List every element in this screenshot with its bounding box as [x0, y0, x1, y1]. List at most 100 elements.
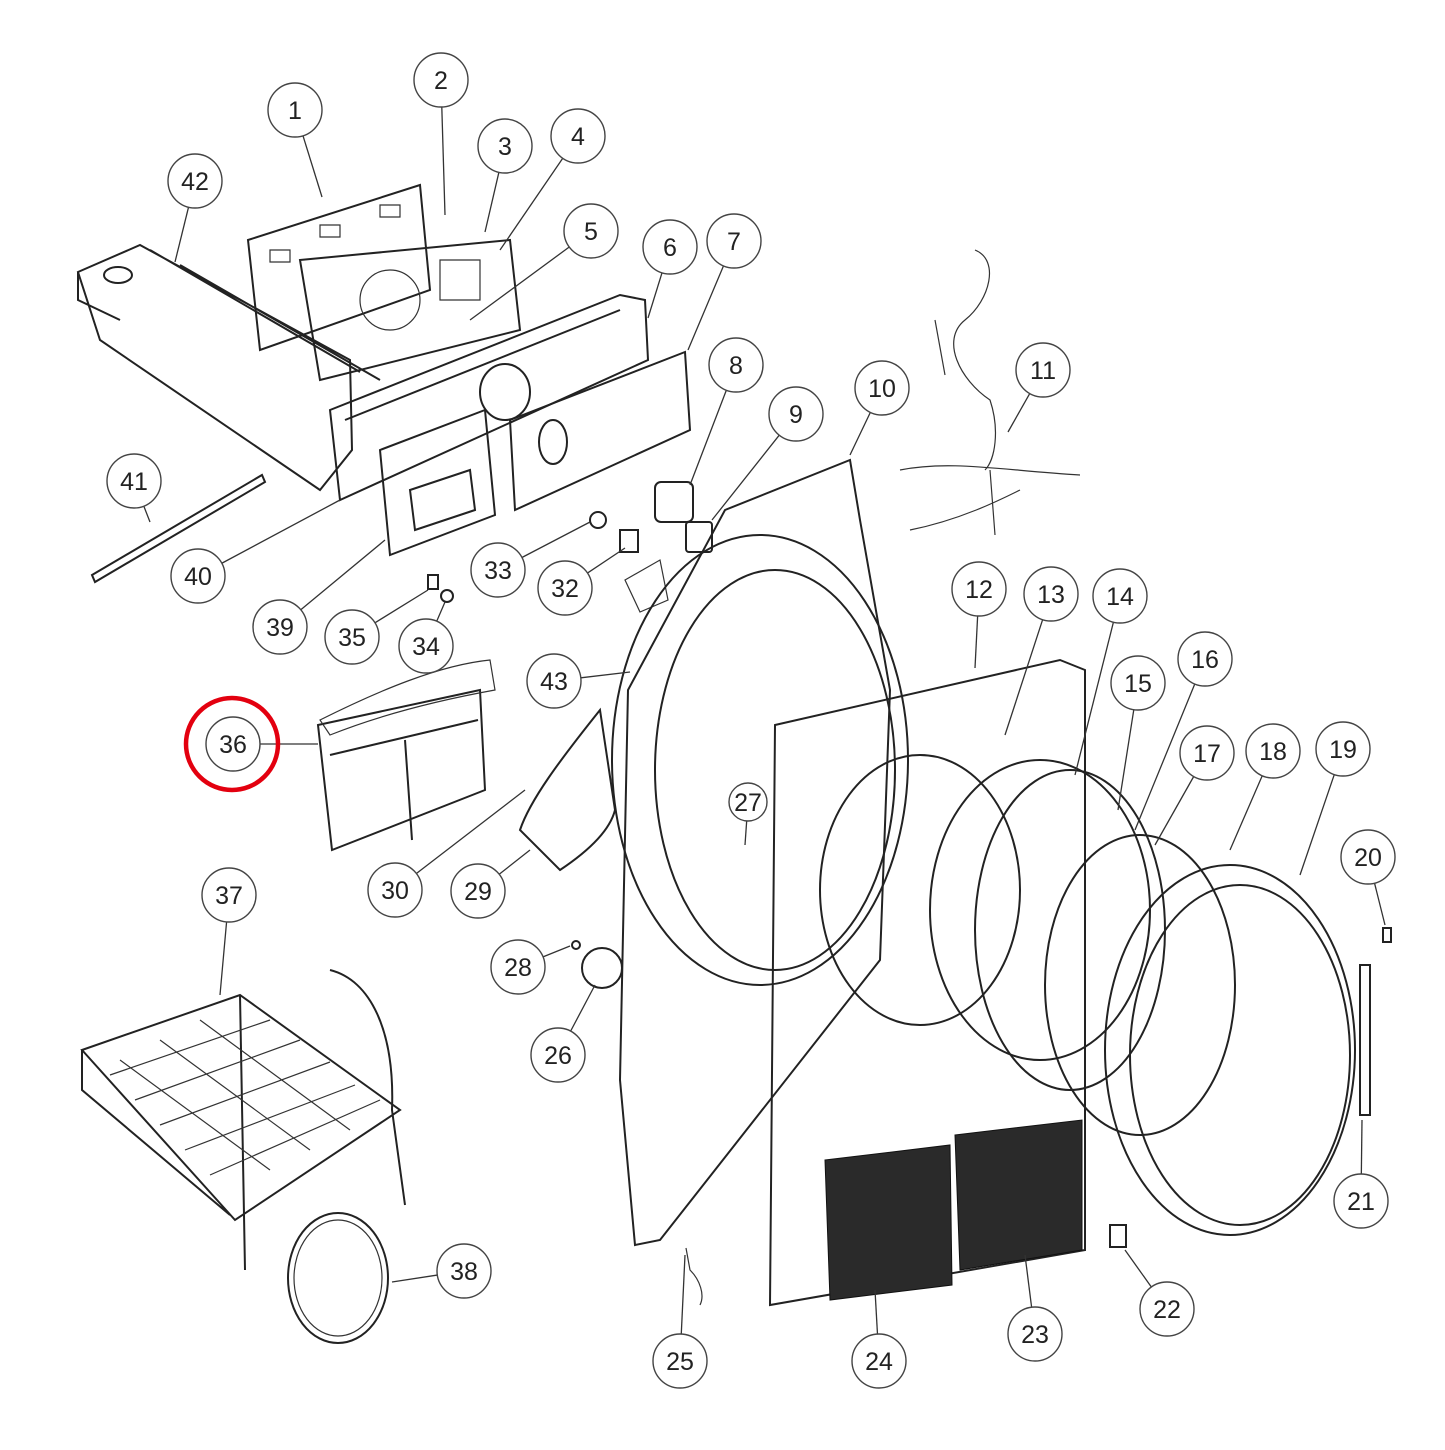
front-panel-opening [819, 754, 1021, 1026]
bulkhead-inner-ring [654, 569, 896, 971]
callout-14[interactable]: 14 [1092, 568, 1148, 624]
callout-18[interactable]: 18 [1245, 723, 1301, 779]
callout-circle [550, 108, 606, 164]
callout-number: 40 [184, 563, 212, 591]
leader-line-26 [570, 984, 596, 1032]
callout-6[interactable]: 6 [642, 219, 698, 275]
filter-handle [319, 659, 496, 736]
callout-7[interactable]: 7 [706, 213, 762, 269]
callout-circle [652, 1333, 708, 1389]
callout-number: 23 [1021, 1321, 1049, 1349]
leader-line-3 [484, 172, 500, 233]
callout-32[interactable]: 32 [537, 560, 593, 616]
callout-28[interactable]: 28 [490, 939, 546, 995]
callout-number: 29 [464, 878, 492, 906]
callout-circle [470, 542, 526, 598]
callout-11[interactable]: 11 [1015, 342, 1071, 398]
callout-21[interactable]: 21 [1333, 1173, 1389, 1229]
callout-22[interactable]: 22 [1139, 1281, 1195, 1337]
callout-30[interactable]: 30 [367, 862, 423, 918]
callout-17[interactable]: 17 [1179, 725, 1235, 781]
callout-circle [1315, 721, 1371, 777]
callout-number: 25 [666, 1348, 694, 1376]
callout-number: 5 [584, 218, 598, 246]
leader-line-4 [499, 157, 564, 251]
callout-number: 15 [1124, 670, 1152, 698]
callout-26[interactable]: 26 [530, 1027, 586, 1083]
callout-circle [1092, 568, 1148, 624]
callout-27[interactable]: 27 [728, 782, 768, 822]
nut [571, 940, 581, 950]
door-gasket-ring [287, 1212, 389, 1344]
callout-20[interactable]: 20 [1340, 829, 1396, 885]
callout-number: 6 [663, 234, 677, 262]
control-board [246, 183, 522, 382]
leader-line-33 [521, 521, 591, 559]
leader-line-22 [1124, 1249, 1152, 1288]
callout-circle [708, 337, 764, 393]
callout-13[interactable]: 13 [1023, 566, 1079, 622]
callout-circle [106, 453, 162, 509]
callout-41[interactable]: 41 [106, 453, 162, 509]
callout-15[interactable]: 15 [1110, 655, 1166, 711]
callout-35[interactable]: 35 [324, 609, 380, 665]
callout-3[interactable]: 3 [477, 118, 533, 174]
leader-line-5 [469, 246, 570, 321]
callout-43[interactable]: 43 [526, 653, 582, 709]
leader-line-25 [680, 1254, 686, 1335]
callout-circle [1023, 566, 1079, 622]
callout-number: 24 [865, 1348, 893, 1376]
callout-29[interactable]: 29 [450, 863, 506, 919]
callout-10[interactable]: 10 [854, 360, 910, 416]
callout-12[interactable]: 12 [951, 561, 1007, 617]
callout-circle [398, 618, 454, 674]
callout-circle [252, 599, 308, 655]
callout-37[interactable]: 37 [201, 867, 257, 923]
callout-circle [530, 1027, 586, 1083]
callout-number: 21 [1347, 1188, 1375, 1216]
door-hinge [1359, 964, 1371, 1116]
callout-number: 3 [498, 133, 512, 161]
callout-5[interactable]: 5 [563, 203, 619, 259]
callout-4[interactable]: 4 [550, 108, 606, 164]
callout-number: 30 [381, 877, 409, 905]
leader-line-9 [711, 434, 780, 521]
door-inner-ring [974, 769, 1166, 1091]
callout-23[interactable]: 23 [1007, 1306, 1063, 1362]
leader-line-34 [436, 601, 446, 622]
callout-circle [706, 213, 762, 269]
front-panel [768, 658, 1086, 1307]
kickplate-grille-right [954, 1119, 1083, 1271]
leader-line-20 [1373, 883, 1386, 926]
callout-19[interactable]: 19 [1315, 721, 1371, 777]
callout-2[interactable]: 2 [413, 52, 469, 108]
callout-circle [1340, 829, 1396, 885]
callout-8[interactable]: 8 [708, 337, 764, 393]
callout-9[interactable]: 9 [768, 386, 824, 442]
callout-number: 35 [338, 624, 366, 652]
callout-circle [642, 219, 698, 275]
callout-34[interactable]: 34 [398, 618, 454, 674]
callout-circle [1179, 725, 1235, 781]
callout-40[interactable]: 40 [170, 548, 226, 604]
callout-25[interactable]: 25 [652, 1333, 708, 1389]
door-outer-ring [1104, 864, 1356, 1236]
callout-16[interactable]: 16 [1177, 631, 1233, 687]
callout-33[interactable]: 33 [470, 542, 526, 598]
callout-number: 20 [1354, 844, 1382, 872]
callout-42[interactable]: 42 [167, 153, 223, 209]
front-bulkhead [618, 458, 892, 1247]
seal [685, 521, 713, 553]
callout-38[interactable]: 38 [436, 1243, 492, 1299]
drying-rack [80, 969, 406, 1271]
leader-line-11 [1007, 393, 1031, 433]
callout-24[interactable]: 24 [851, 1333, 907, 1389]
callout-1[interactable]: 1 [267, 82, 323, 138]
callout-circle [1015, 342, 1071, 398]
sensor-wire [685, 1247, 703, 1306]
callout-circle [324, 609, 380, 665]
callout-36[interactable]: 36 [205, 716, 261, 772]
callout-number: 9 [789, 401, 803, 429]
callout-39[interactable]: 39 [252, 599, 308, 655]
